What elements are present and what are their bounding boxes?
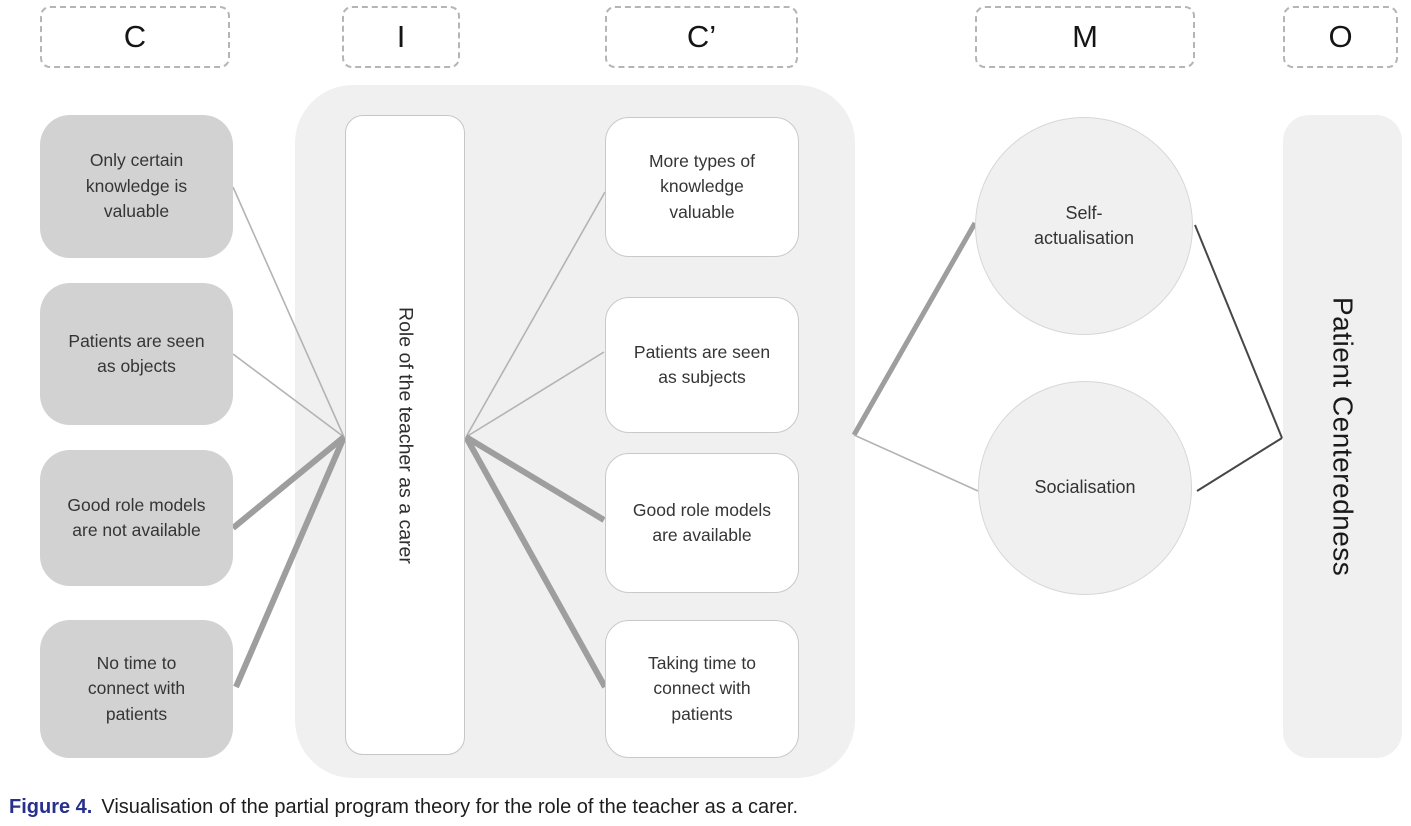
new-context-box-taking-time-label: Taking time to connect with patients [648,652,756,724]
new-context-box-patients-subjects: Patients are seen as subjects [605,297,799,433]
edge-context1-intervention [232,186,345,438]
context-box-role-models: Good role models are not available [40,450,233,586]
context-box-no-time: No time to connect with patients [40,620,233,758]
outcome-column: Patient Centeredness [1283,115,1402,758]
column-header-outcome: O [1283,6,1398,68]
context-box-no-time-label: No time to connect with patients [87,652,186,724]
intervention-box: Role of the teacher as a carer [345,115,465,755]
mechanism-socialisation-label: Socialisation [1034,477,1136,498]
edge-intervention-newcontext2 [465,351,605,438]
mechanism-self-actualisation-label: Self-actualisation [1033,202,1135,248]
column-header-outcome-label: O [1328,19,1353,54]
column-header-new-context: C’ [605,6,798,68]
edge-context2-intervention [232,353,345,438]
new-context-box-role-models: Good role models are available [605,453,799,593]
edge-socialisation-outcome [1196,437,1283,492]
intervention-label: Role of the teacher as a carer [394,306,417,564]
edge-intervention-newcontext3 [464,434,606,523]
edge-context3-intervention [231,434,346,531]
mechanism-circle-socialisation: Socialisation [978,381,1192,595]
column-header-intervention: I [342,6,460,68]
outcome-label: Patient Centeredness [1327,296,1359,577]
column-header-context: C [40,6,230,68]
context-box-knowledge-label: Only certain knowledge is valuable [85,150,188,222]
context-box-patients-objects-label: Patients are seen as objects [68,330,205,376]
figure-caption: Figure 4. Visualisation of the partial pr… [9,796,798,819]
new-context-box-knowledge-label: More types of knowledge valuable [648,150,756,222]
edge-newcontext-socialisation [853,434,979,492]
column-header-context-label: C [123,19,147,54]
new-context-box-taking-time: Taking time to connect with patients [605,620,799,758]
figure-caption-number: Figure 4. [9,796,93,818]
column-header-new-context-label: C’ [686,19,717,54]
edge-selfactualisation-outcome [1194,224,1283,439]
new-context-box-patients-subjects-label: Patients are seen as subjects [633,341,771,387]
edge-newcontext-selfactualisation [851,221,978,437]
column-header-mechanism: M [975,6,1195,68]
context-box-knowledge: Only certain knowledge is valuable [40,115,233,258]
new-context-box-role-models-label: Good role models are available [632,499,772,545]
edge-intervention-newcontext4 [463,435,608,689]
edge-intervention-newcontext1 [465,191,606,438]
new-context-box-knowledge: More types of knowledge valuable [605,117,799,257]
figure-caption-text: Visualisation of the partial program the… [101,796,799,818]
column-header-intervention-label: I [396,19,406,54]
mechanism-circle-self-actualisation: Self-actualisation [975,117,1193,335]
column-header-mechanism-label: M [1072,19,1098,54]
context-box-patients-objects: Patients are seen as objects [40,283,233,425]
context-box-role-models-label: Good role models are not available [67,494,206,540]
edge-context4-intervention [233,435,347,689]
